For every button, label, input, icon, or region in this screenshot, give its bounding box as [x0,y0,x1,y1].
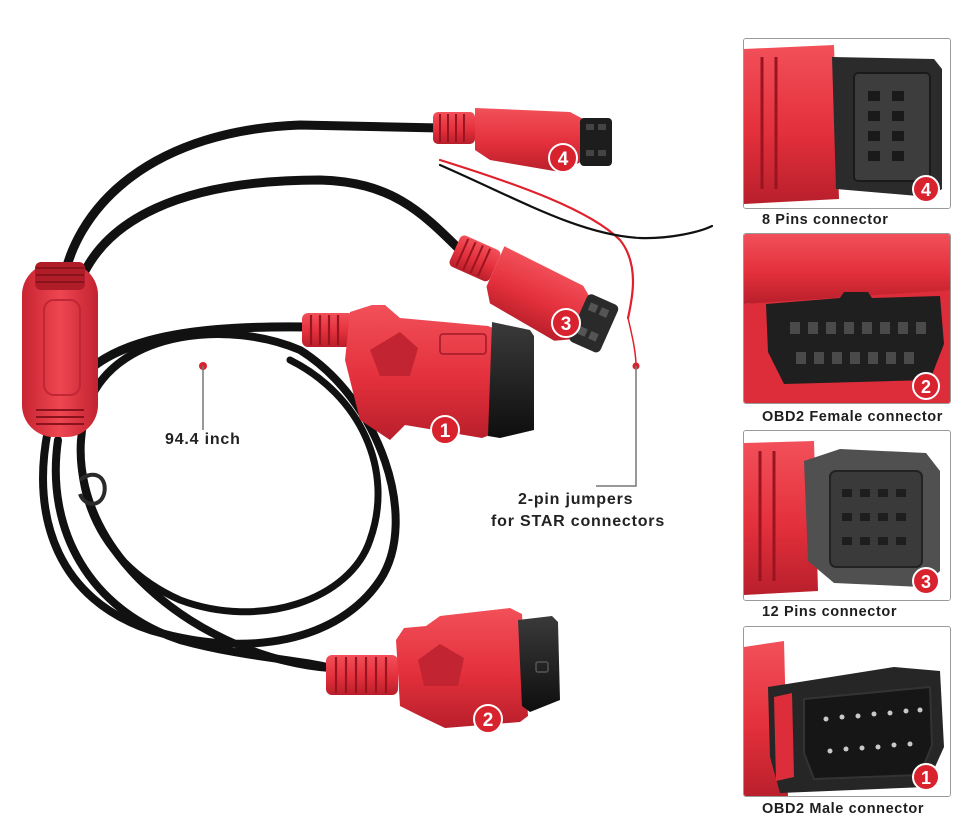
obd2-female-closeup: 2 [744,234,950,403]
cable-tie [78,472,107,506]
12pin-connector-closeup: 3 [744,431,950,600]
obd2-male-closeup: 1 [744,627,950,796]
panel-obd2-female-connector: 2 [743,233,951,404]
svg-text:2: 2 [483,710,494,731]
caption-12pin: 12 Pins connector [762,604,898,620]
caption-obd2-female: OBD2 Female connector [762,409,944,425]
badge-4: 4 [548,143,578,173]
length-leader [199,362,207,430]
svg-text:1: 1 [440,421,451,442]
caption-obd2-male: OBD2 Male connector [762,801,925,817]
badge-1: 1 [430,415,460,445]
svg-text:4: 4 [558,149,569,170]
connector-3-12pin [449,235,619,353]
jumper-leader [596,362,640,487]
svg-text:3: 3 [921,572,931,592]
cable-product-photo: 1 2 3 4 [22,108,714,734]
badge-2: 2 [473,704,503,734]
svg-text:3: 3 [561,314,572,335]
length-label: 94.4 inch [165,431,241,448]
panel-12pin-connector: 3 [743,430,951,601]
badge-3: 3 [551,308,581,338]
panel-8pin-connector: 4 [743,38,951,209]
caption-8pin: 8 Pins connector [762,212,889,228]
jumper-label-line2: for STAR connectors [491,513,666,530]
8pin-connector-closeup: 4 [744,39,950,208]
svg-text:4: 4 [921,180,931,200]
jumper-wires [438,158,714,367]
connector-4-8pin [433,108,612,172]
y-splitter [22,262,98,437]
connector-2-obd2-female [326,608,560,728]
panel-obd2-male-connector: 1 [743,626,951,797]
svg-text:2: 2 [921,377,931,397]
connector-1-obd2-male [302,305,534,440]
svg-text:1: 1 [921,768,931,788]
jumper-label-line1: 2-pin jumpers [518,491,634,508]
